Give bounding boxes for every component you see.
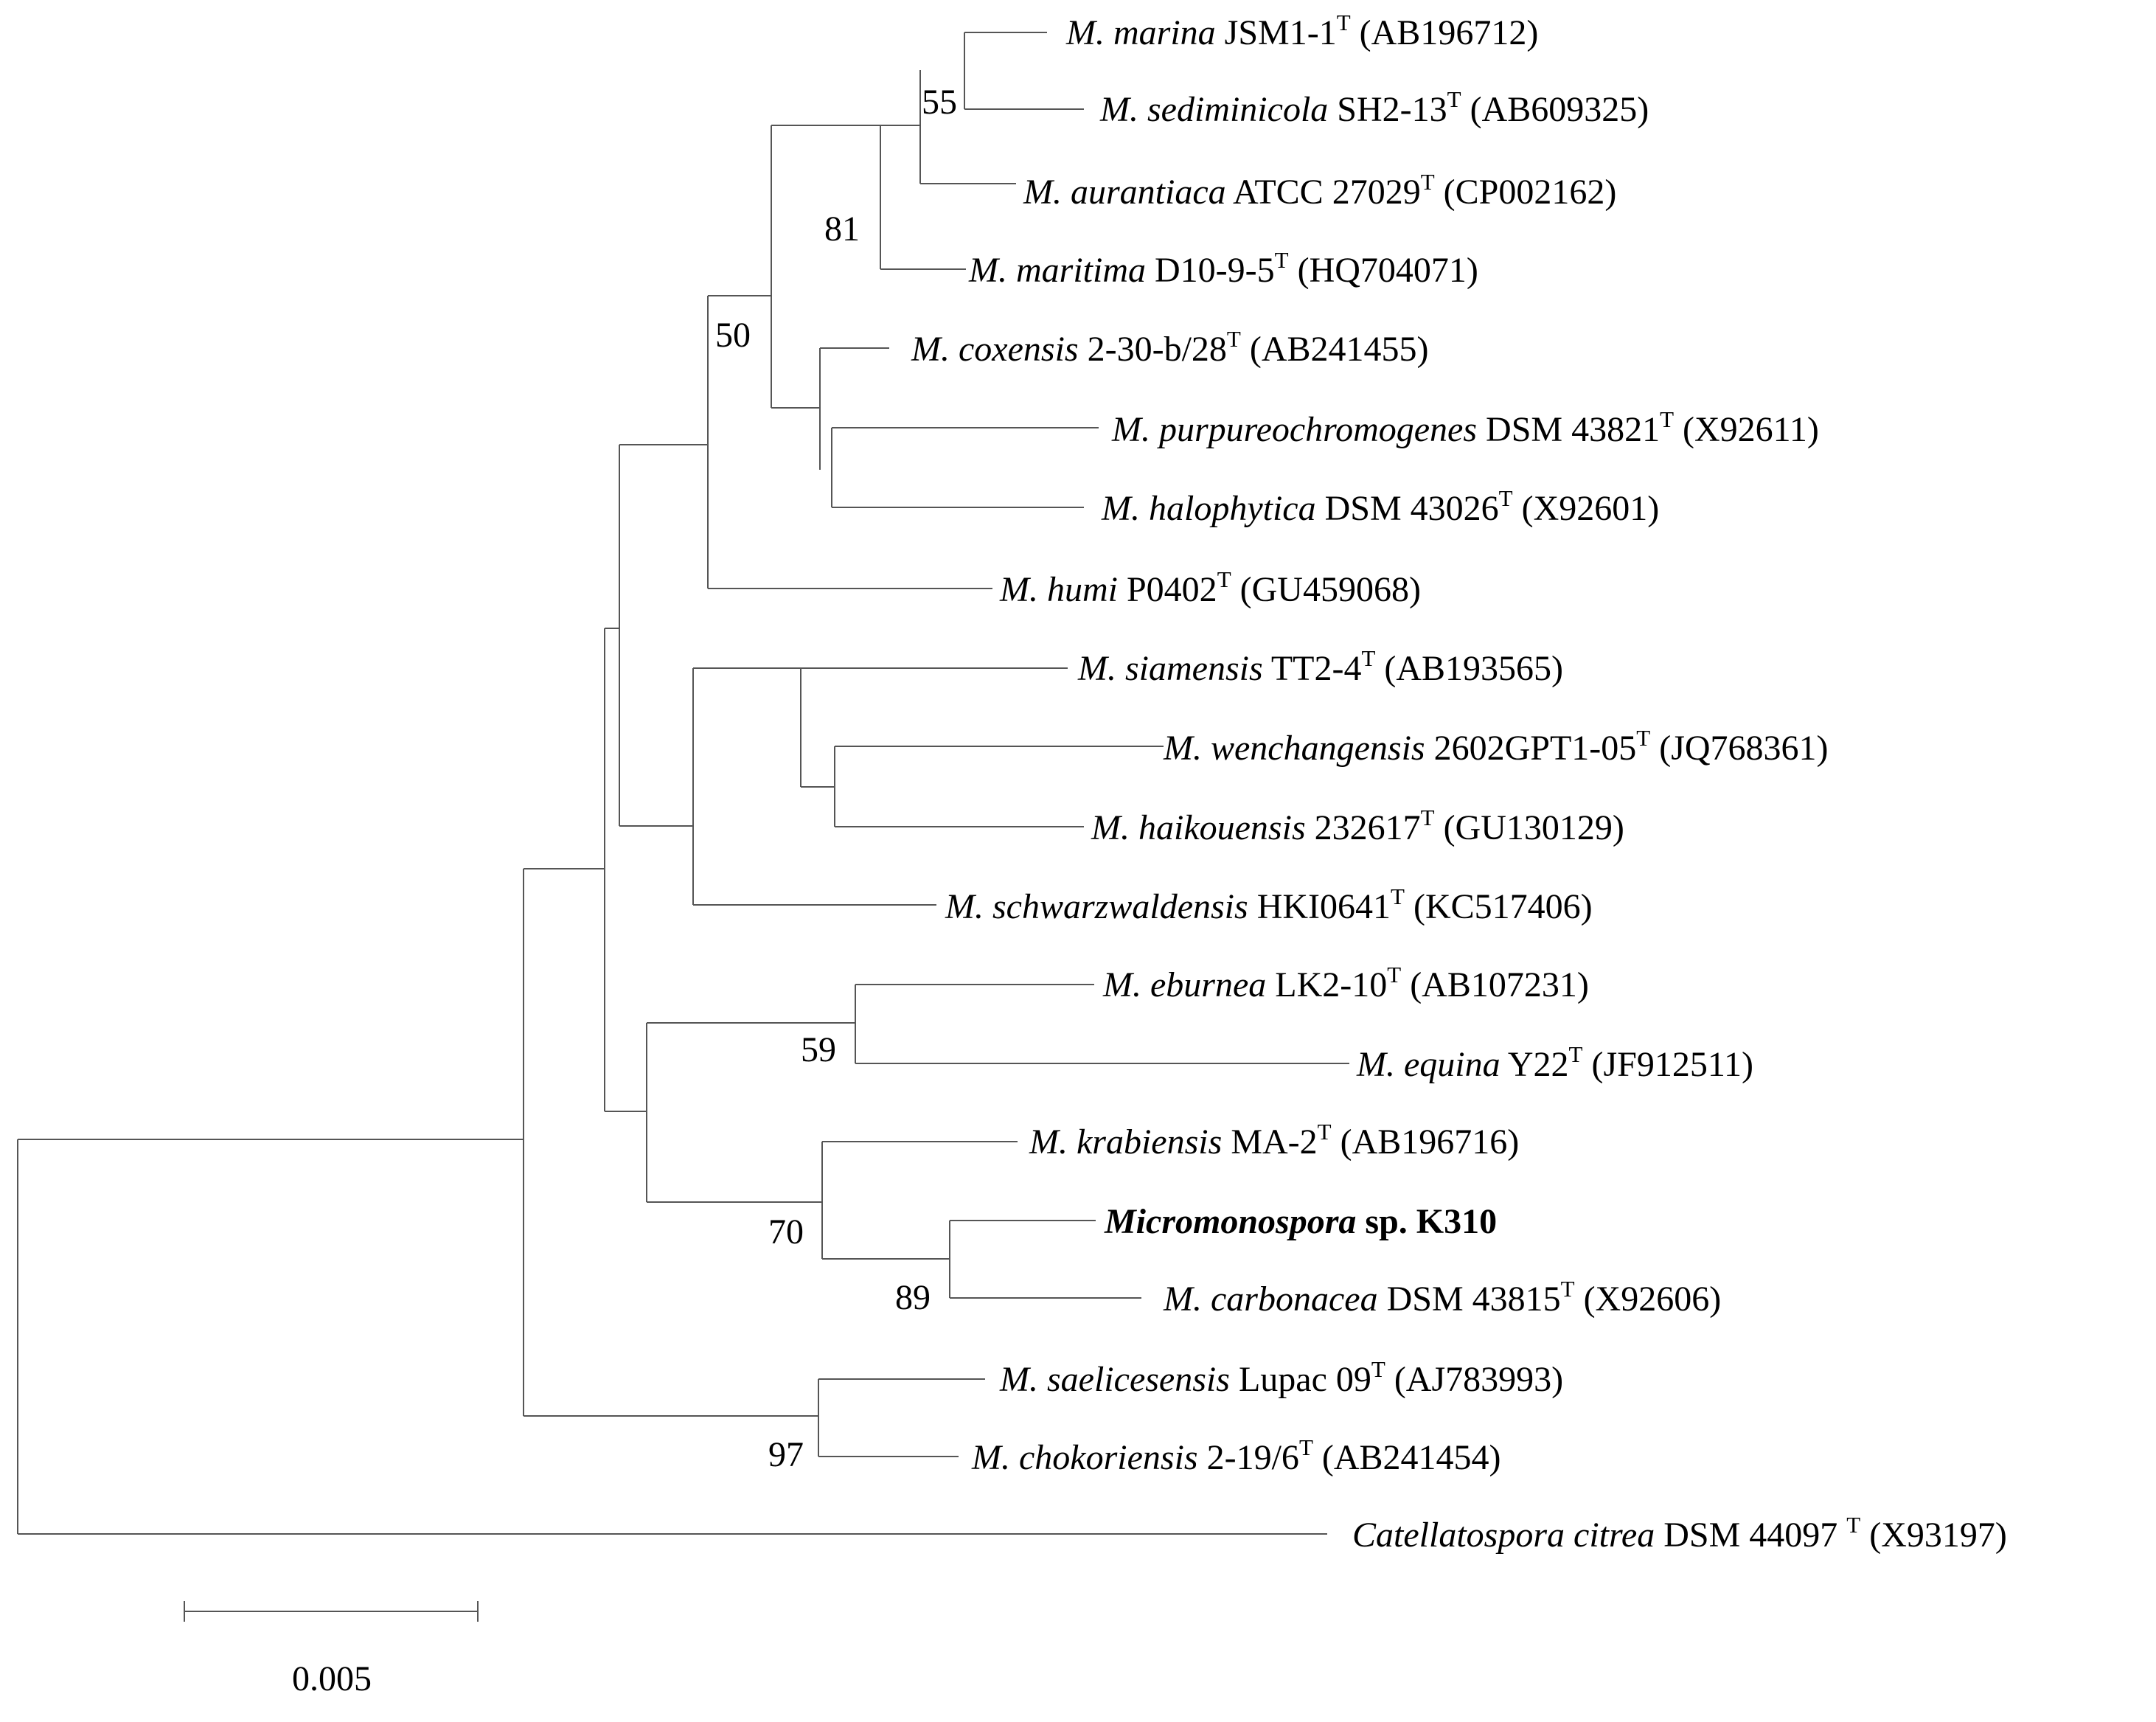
- leaf-siamensis: M. siamensis TT2-4T (AB193565): [1077, 645, 1563, 688]
- branch-coxensis-group: [819, 347, 889, 470]
- bootstrap-81: 81: [824, 209, 860, 249]
- leaf-marina: M. marina JSM1-1T (AB196712): [1065, 10, 1538, 52]
- leaf-eburnea: M. eburnea LK2-10T (AB107231): [1102, 962, 1589, 1004]
- branch-siamensis-group: [800, 667, 1068, 788]
- leaf-schwarzwaldensis: M. schwarzwaldensis HKI0641T (KC517406): [945, 883, 1593, 926]
- branch-node-89: [949, 1220, 1141, 1299]
- leaf-coxensis: M. coxensis 2-30-b/28T (AB241455): [911, 326, 1429, 369]
- branch-root: [17, 1139, 1327, 1535]
- leaf-sediminicola: M. sediminicola SH2-13T (AB609325): [1099, 86, 1649, 129]
- leaf-carbonacea: M. carbonacea DSM 43815T (X92606): [1163, 1276, 1721, 1319]
- leaf-haikouensis: M. haikouensis 232617T (GU130129): [1091, 805, 1624, 847]
- bootstrap-55: 55: [922, 83, 957, 122]
- taxon-labels: M. marina JSM1-1T (AB196712) M. sedimini…: [911, 10, 2007, 1555]
- branch-node-50: [707, 295, 992, 589]
- leaf-saelicesensis: M. saelicesensis Lupac 09T (AJ783993): [999, 1356, 1563, 1399]
- leaf-maritima: M. maritima D10-9-5T (HQ704071): [968, 247, 1478, 290]
- leaf-humi: M. humi P0402T (GU459068): [999, 566, 1421, 609]
- leaf-purpureochromogenes: M. purpureochromogenes DSM 43821T (X9261…: [1111, 406, 1819, 449]
- branch-node-50b: [771, 125, 880, 409]
- branch-upper-clade: [604, 628, 647, 1112]
- leaf-equina: M. equina Y22T (JF912511): [1356, 1041, 1753, 1084]
- leaf-k310: Micromonospora sp. K310: [1104, 1202, 1497, 1241]
- bootstrap-50: 50: [715, 316, 751, 355]
- bootstrap-59: 59: [801, 1030, 836, 1069]
- leaf-chokoriensis: M. chokoriensis 2-19/6T (AB241454): [971, 1434, 1501, 1477]
- bootstrap-89: 89: [895, 1278, 931, 1317]
- scale-bar-line: [184, 1601, 479, 1622]
- branch-clade-ab: [619, 444, 708, 827]
- branch-purp-halo: [831, 427, 1099, 508]
- bootstrap-values: 55 81 50 59 70 89 97: [715, 83, 957, 1474]
- branch-clade-c: [646, 1022, 855, 1203]
- leaf-catellatospora-citrea: Catellatospora citrea DSM 44097 T (X9319…: [1352, 1512, 2007, 1555]
- leaf-aurantiaca: M. aurantiaca ATCC 27029T (CP002162): [1023, 169, 1616, 212]
- leaf-wenchangensis: M. wenchangensis 2602GPT1-05T (JQ768361): [1163, 725, 1829, 768]
- branch-node-70: [821, 1141, 1018, 1260]
- branch-wench-haik: [834, 746, 1164, 827]
- branch-ingroup: [523, 868, 818, 1417]
- branch-node-59: [855, 984, 1349, 1064]
- scale-bar-label: 0.005: [292, 1659, 372, 1698]
- branch-clade-b: [692, 667, 936, 906]
- branch-node-81: [880, 125, 966, 270]
- tree-branches: [17, 32, 1349, 1535]
- leaf-halophytica: M. halophytica DSM 43026T (X92601): [1101, 485, 1659, 528]
- branch-node-97: [818, 1378, 985, 1457]
- branch-node-55: [964, 32, 1084, 110]
- leaf-krabiensis: M. krabiensis MA-2T (AB196716): [1029, 1119, 1519, 1162]
- scale-bar: 0.005: [184, 1601, 479, 1698]
- branch-node-55a: [919, 70, 1016, 184]
- bootstrap-70: 70: [768, 1212, 804, 1251]
- bootstrap-97: 97: [768, 1435, 804, 1474]
